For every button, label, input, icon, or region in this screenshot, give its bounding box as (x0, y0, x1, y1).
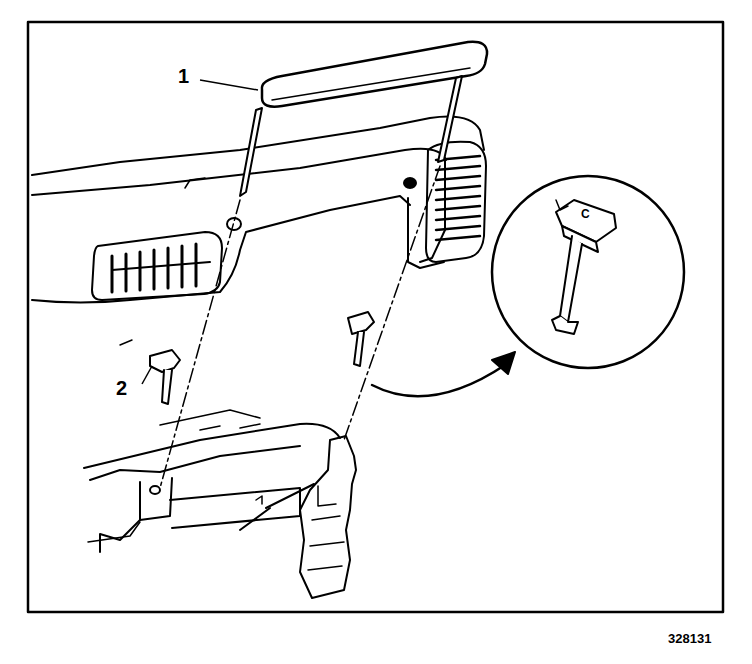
callout-number: 1 (178, 66, 189, 86)
clip-marking: C (581, 208, 590, 220)
figure-number: 328131 (668, 632, 711, 645)
callout-number: 2 (116, 378, 127, 398)
